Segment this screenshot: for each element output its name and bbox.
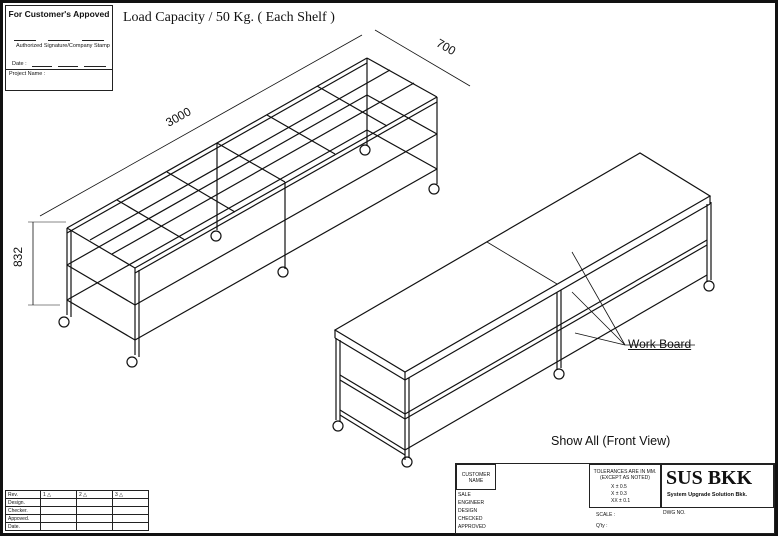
qty-label: Q'ty : (596, 523, 608, 529)
customer-approval-box: For Customer's Appoved Authorized Signat… (5, 5, 113, 91)
length-dimension-line (39, 34, 363, 217)
work-board-label: Work Board (628, 337, 692, 351)
company-logo-text: SUS BKK (666, 467, 753, 489)
table-with-boards (332, 152, 715, 468)
view-caption: Show All (Front View) (551, 434, 671, 448)
project-name-label: Project Name : (9, 71, 46, 77)
height-dimension: 832 (11, 246, 26, 268)
title-block: CUSTOMER NAME SALE ENGINEER DESIGN CHECK… (455, 463, 775, 534)
signature-line (82, 40, 104, 41)
approval-divider (6, 69, 112, 70)
table-row: Design. (5, 498, 149, 507)
load-capacity-note: Load Capacity / 50 Kg. ( Each Shelf ) (123, 10, 335, 25)
company-subtitle: System Upgrade Solution Bkk. (667, 492, 748, 498)
scale-label: SCALE : (596, 512, 616, 518)
signature-label: Authorized Signature/Company Stamp (16, 43, 110, 49)
date-label: Date : (12, 61, 27, 67)
signature-line (48, 40, 70, 41)
approval-title: For Customer's Appoved (8, 9, 110, 19)
customer-name-label: CUSTOMER NAME (461, 472, 491, 484)
depth-dimension-line (374, 29, 471, 87)
table-row: Checker. (5, 506, 149, 515)
date-year-line (84, 66, 106, 67)
date-day-line (32, 66, 52, 67)
frame-rack-left (58, 57, 440, 368)
date-month-line (58, 66, 78, 67)
table-row: Appoved. (5, 514, 149, 523)
tolerance-title: TOLERANCES ARE IN MM. (EXCEPT AS NOTED) (593, 469, 657, 481)
frame-structure (28, 29, 715, 468)
table-row: Rev.1 △2 △3 △ (5, 490, 149, 499)
table-row: Date. (5, 522, 149, 531)
dwg-no-label: DWG NO. (663, 510, 686, 516)
signature-line (14, 40, 36, 41)
revision-table: Rev.1 △2 △3 △ Design. Checker. Appoved. … (5, 490, 149, 531)
